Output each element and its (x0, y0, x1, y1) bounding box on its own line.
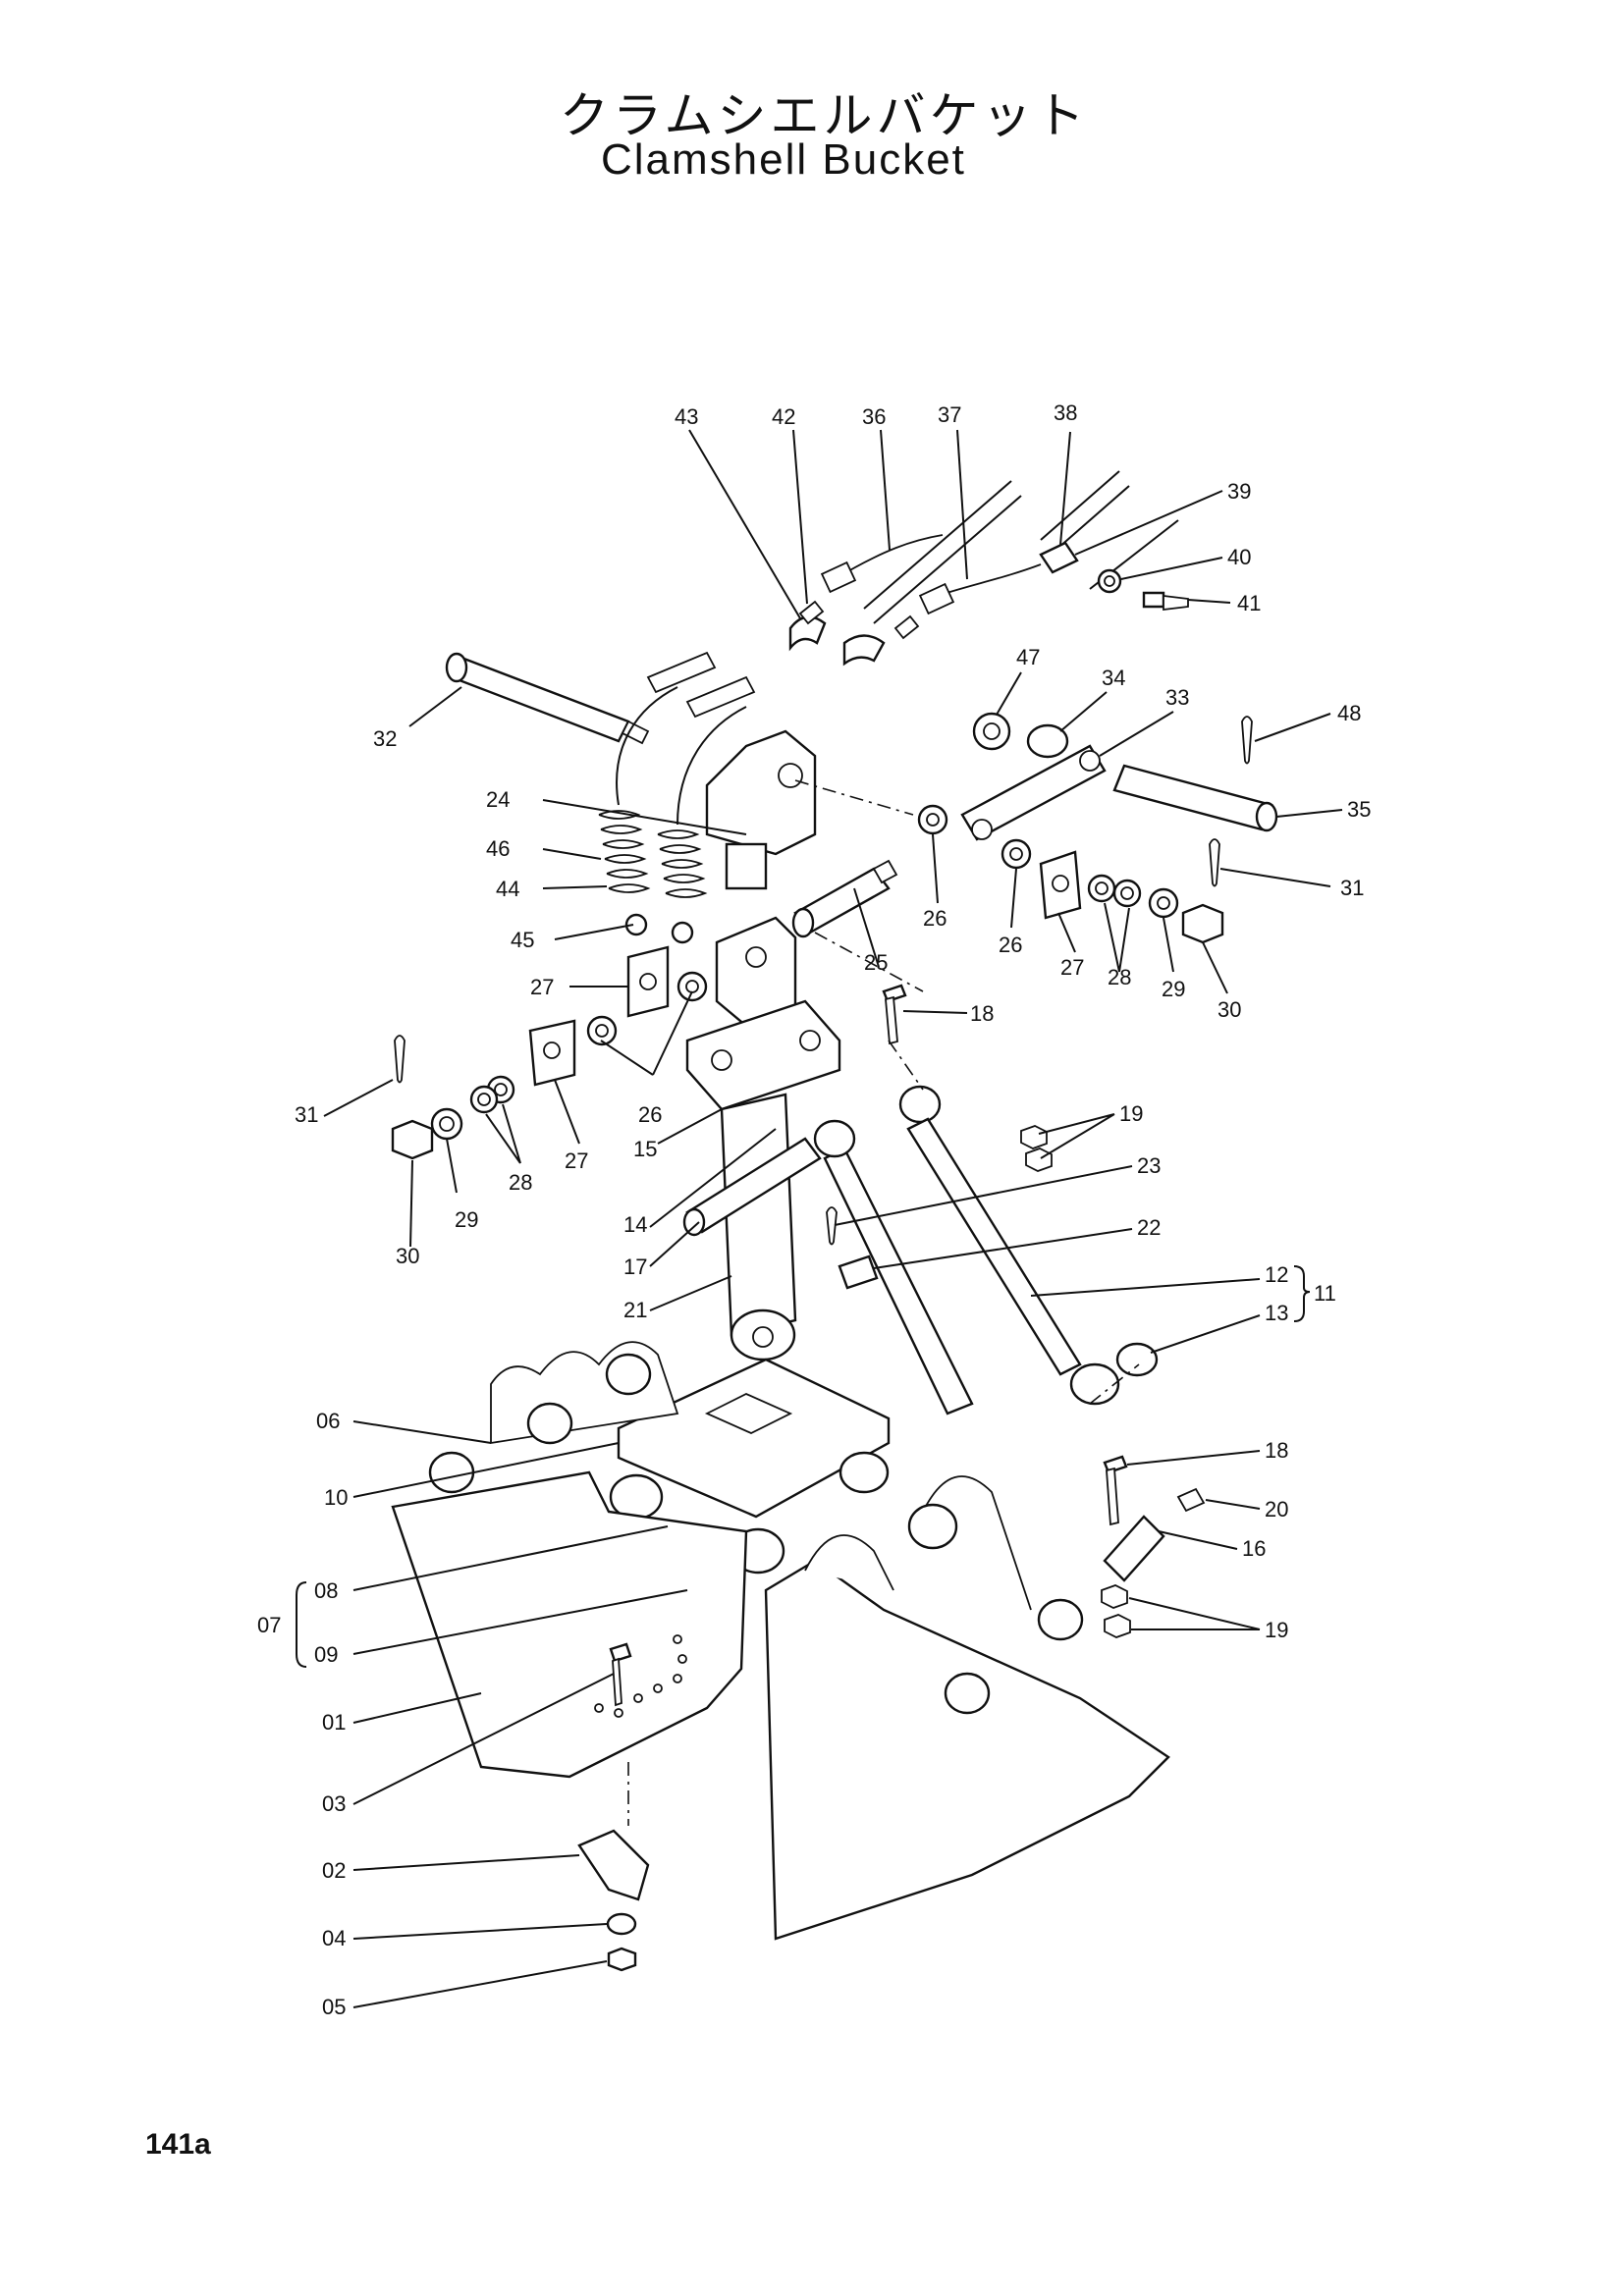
callout-42: 42 (772, 404, 795, 429)
callout-02: 02 (322, 1858, 346, 1883)
callout-27-right: 27 (1060, 955, 1084, 980)
callout-04: 04 (322, 1926, 346, 1950)
title-english: Clamshell Bucket (601, 135, 966, 184)
callout-36: 36 (862, 404, 886, 429)
callout-33: 33 (1165, 685, 1189, 710)
callout-21: 21 (623, 1298, 647, 1322)
callout-31-left: 31 (295, 1102, 318, 1127)
callout-09: 09 (314, 1642, 338, 1667)
callout-08: 08 (314, 1578, 338, 1603)
callout-24: 24 (486, 787, 510, 812)
callout-23: 23 (1137, 1153, 1161, 1178)
callout-07: 07 (257, 1613, 281, 1637)
callout-41: 41 (1237, 591, 1261, 615)
callout-34: 34 (1102, 666, 1125, 690)
callout-32: 32 (373, 726, 397, 751)
callout-48: 48 (1337, 701, 1361, 725)
callout-25: 25 (864, 950, 888, 975)
callout-06: 06 (316, 1409, 340, 1433)
callout-29-right: 29 (1162, 977, 1185, 1001)
callout-18-lower: 18 (1265, 1438, 1288, 1463)
callout-29-left: 29 (455, 1207, 478, 1232)
callout-labels: 43 42 36 37 38 39 40 41 47 34 33 48 35 3… (257, 400, 1371, 2019)
callout-19-lower: 19 (1265, 1618, 1288, 1642)
callout-14: 14 (623, 1212, 647, 1237)
callout-28-right: 28 (1108, 965, 1131, 989)
callout-12: 12 (1265, 1262, 1288, 1287)
callout-18-upper: 18 (970, 1001, 994, 1026)
callout-05: 05 (322, 1995, 346, 2019)
callout-22: 22 (1137, 1215, 1161, 1240)
callout-45: 45 (511, 928, 534, 952)
parts-artwork (391, 470, 1278, 1972)
callout-11: 11 (1314, 1281, 1336, 1306)
callout-31-right: 31 (1340, 876, 1364, 900)
title-japanese: クラムシエルバケット (560, 87, 1089, 144)
callout-01: 01 (322, 1710, 346, 1735)
callout-03: 03 (322, 1791, 346, 1816)
callout-27-left: 27 (565, 1148, 588, 1173)
callout-26-right-b: 26 (999, 933, 1022, 957)
callout-28-left: 28 (509, 1170, 532, 1195)
callout-16: 16 (1242, 1536, 1266, 1561)
callout-35: 35 (1347, 797, 1371, 822)
callout-30-left: 30 (396, 1244, 419, 1268)
callout-39: 39 (1227, 479, 1251, 504)
callout-38: 38 (1054, 400, 1077, 425)
leader-lines (296, 429, 1343, 2008)
callout-40: 40 (1227, 545, 1251, 569)
callout-13: 13 (1265, 1301, 1288, 1325)
callout-26-right-a: 26 (923, 906, 947, 931)
page-number: 141a (145, 2128, 211, 2161)
callout-47: 47 (1016, 645, 1040, 669)
callout-10: 10 (324, 1485, 348, 1510)
callout-30-right: 30 (1217, 997, 1241, 1022)
callout-20: 20 (1265, 1497, 1288, 1522)
callout-44: 44 (496, 877, 519, 901)
callout-43: 43 (675, 404, 698, 429)
callout-17: 17 (623, 1255, 647, 1279)
callout-26-left: 26 (638, 1102, 662, 1127)
callout-15: 15 (633, 1137, 657, 1161)
callout-46: 46 (486, 836, 510, 861)
callout-37: 37 (938, 402, 961, 427)
callout-27-upper-left: 27 (530, 975, 554, 999)
callout-19-upper: 19 (1119, 1101, 1143, 1126)
